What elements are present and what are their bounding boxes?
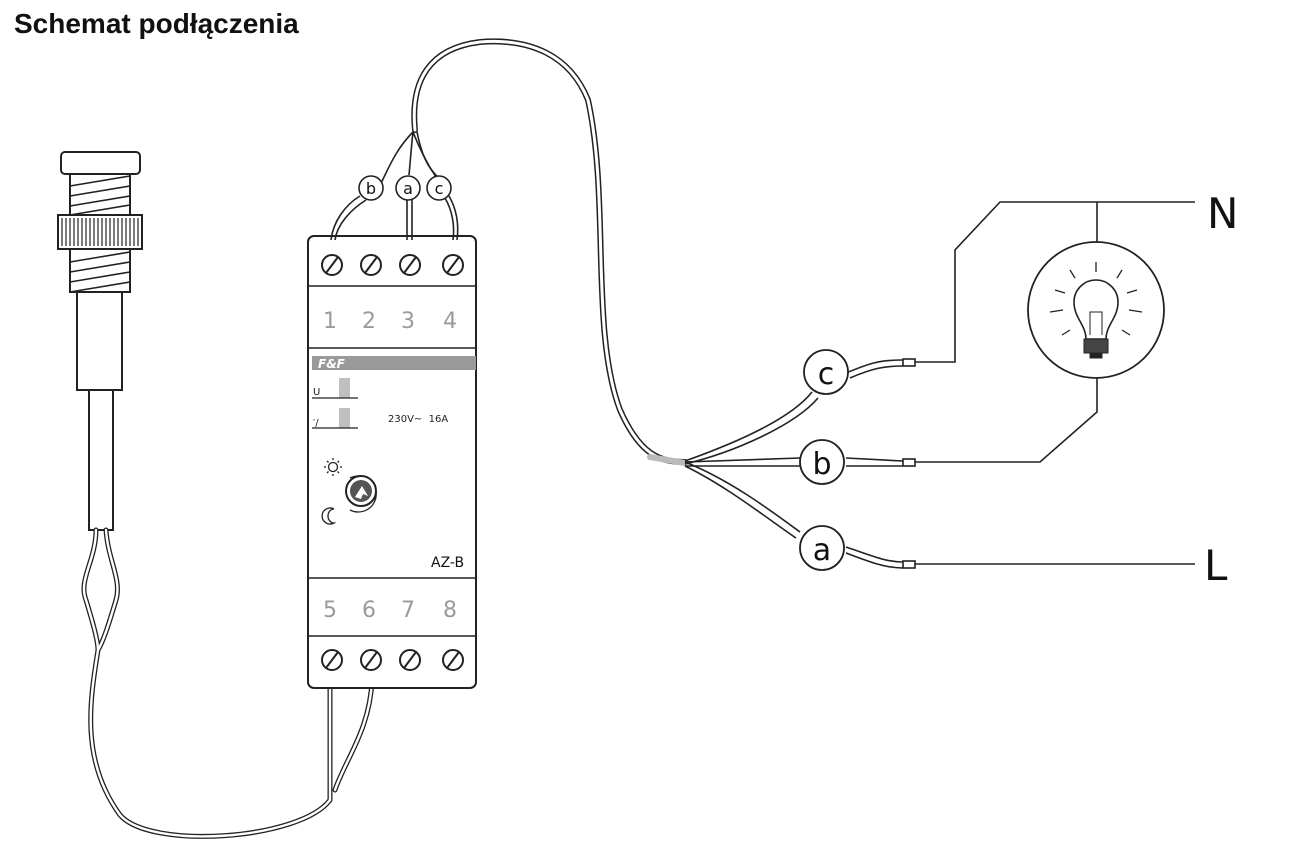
bulb-icon xyxy=(1027,241,1165,379)
screw-terminal-4 xyxy=(442,254,464,276)
terminal-4-label: 4 xyxy=(443,309,457,334)
svg-text:c: c xyxy=(818,357,835,392)
right-wire-label-c: c xyxy=(803,349,849,395)
terminal-2-label: 2 xyxy=(362,309,376,334)
relay-device: F&F U ′/ 230V~ 16A AZ-B 1 2 3 4 xyxy=(307,235,477,689)
top-wire-label-c: c xyxy=(426,175,452,201)
sun-icon xyxy=(324,458,342,476)
main-cable xyxy=(411,38,688,466)
screw-terminal-5 xyxy=(321,649,343,671)
screw-terminal-2 xyxy=(360,254,382,276)
terminal-5-label: 5 xyxy=(323,598,337,623)
screw-terminal-3 xyxy=(399,254,421,276)
power-indicator xyxy=(339,378,350,398)
svg-text:a: a xyxy=(403,179,413,198)
circuit-lines xyxy=(915,201,1195,565)
right-wire-label-a: a xyxy=(799,525,845,571)
terminal-8-label: 8 xyxy=(443,598,457,623)
terminal-7-label: 7 xyxy=(401,598,415,623)
page-title: Schemat podłączenia xyxy=(14,8,299,39)
screw-terminal-8 xyxy=(442,649,464,671)
screw-terminal-7 xyxy=(399,649,421,671)
top-wire-label-b: b xyxy=(358,175,384,201)
brand-bar xyxy=(312,356,476,370)
indicator-relay-label: ′/ xyxy=(313,418,319,429)
svg-text:b: b xyxy=(366,179,376,198)
top-wire-label-a: a xyxy=(395,175,421,201)
model-label: AZ-B xyxy=(431,555,464,571)
rating-label: 230V~ 16A xyxy=(388,414,448,425)
indicator-u-label: U xyxy=(313,387,320,398)
brand-label: F&F xyxy=(318,357,346,371)
terminal-6-label: 6 xyxy=(362,598,376,623)
live-label: L xyxy=(1204,541,1228,590)
screw-terminal-6 xyxy=(360,649,382,671)
svg-text:b: b xyxy=(812,447,831,482)
screw-terminal-1 xyxy=(321,254,343,276)
terminal-1-label: 1 xyxy=(323,309,337,334)
svg-text:c: c xyxy=(435,179,444,198)
top-wires xyxy=(330,131,459,241)
svg-text:a: a xyxy=(813,533,831,568)
terminal-3-label: 3 xyxy=(401,309,415,334)
sensitivity-knob[interactable] xyxy=(345,475,377,513)
relay-indicator xyxy=(339,408,350,428)
neutral-label: N xyxy=(1207,189,1238,238)
right-wire-label-b: b xyxy=(799,439,845,485)
light-sensor xyxy=(57,151,143,531)
moon-icon xyxy=(321,507,335,525)
